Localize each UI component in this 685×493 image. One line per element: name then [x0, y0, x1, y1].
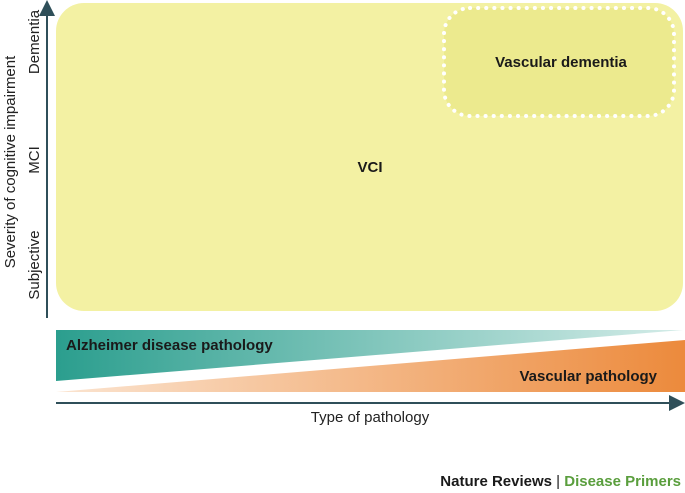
alzheimer-pathology-wedge: [56, 330, 683, 381]
alzheimer-pathology-label: Alzheimer disease pathology: [66, 337, 273, 354]
x-axis-title: Type of pathology: [310, 409, 430, 426]
vascular-pathology-wedge: [56, 340, 685, 392]
y-level-subjective: Subjective: [26, 230, 43, 300]
vascular-pathology-label: Vascular pathology: [519, 368, 657, 385]
vascular-dementia-region: [442, 6, 676, 118]
vascular-dementia-label: Vascular dementia: [495, 54, 627, 71]
y-level-dementia: Dementia: [26, 9, 43, 75]
vci-label: VCI: [357, 159, 383, 176]
y-level-mci: MCI: [26, 146, 43, 174]
credit-separator: |: [556, 473, 561, 490]
credit-series: Disease Primers: [564, 473, 681, 490]
y-axis-title: Severity of cognitive impairment: [2, 55, 19, 269]
credit-line: Nature Reviews | Disease Primers: [440, 473, 681, 490]
credit-publisher: Nature Reviews: [440, 473, 552, 490]
